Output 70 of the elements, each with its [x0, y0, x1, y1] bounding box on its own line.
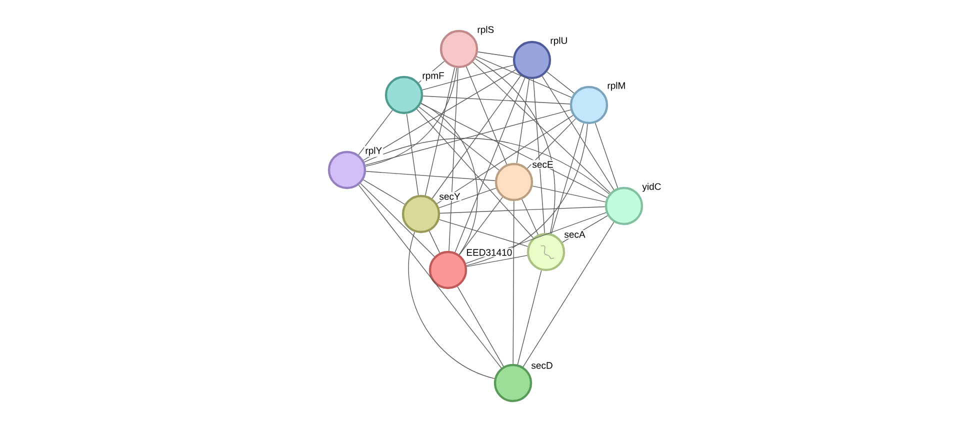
interaction-line [562, 215, 608, 243]
interaction-line [406, 114, 419, 196]
interaction-line [526, 118, 576, 169]
interaction-line [466, 66, 508, 165]
interaction-line [358, 184, 502, 368]
interaction-line [436, 115, 574, 204]
protein-node [512, 40, 552, 80]
interaction-line [422, 64, 514, 90]
interaction-line [438, 219, 528, 247]
interaction-line [522, 222, 614, 368]
interaction-line [438, 188, 496, 208]
node-label: EED31410 [465, 248, 514, 257]
node-label: rpmF [421, 71, 446, 82]
interaction-line [418, 106, 500, 170]
protein-node [604, 186, 644, 226]
protein-node [526, 232, 566, 272]
interaction-line [532, 186, 606, 202]
interaction-line [366, 171, 496, 181]
interaction-line [363, 69, 516, 161]
protein-node [494, 364, 532, 402]
interaction-line [476, 56, 572, 98]
interaction-line [358, 110, 393, 156]
protein-node [570, 86, 608, 124]
protein-node [328, 150, 366, 190]
protein-node [402, 194, 440, 234]
interaction-line [551, 122, 584, 234]
interaction-line [365, 68, 458, 167]
interaction-line [428, 230, 440, 254]
interaction-line [432, 75, 522, 199]
interaction-line [466, 255, 528, 267]
interaction-line [440, 206, 606, 214]
interaction-line [416, 108, 534, 238]
interaction-line [408, 232, 495, 379]
protein-node [440, 30, 478, 68]
interaction-line [475, 58, 556, 234]
interaction-line [454, 77, 526, 253]
protein-node [428, 250, 468, 290]
node-label: rplM [606, 80, 627, 92]
interaction-line [365, 110, 571, 166]
node-label: secA [563, 230, 586, 239]
node-label: rplU [549, 36, 569, 47]
node-label: secY [438, 192, 462, 201]
interaction-line [517, 270, 542, 365]
interaction-line [360, 183, 435, 257]
protein-node [384, 76, 424, 114]
interaction-line [459, 196, 503, 256]
protein-node [494, 162, 534, 202]
node-label: yidC [641, 182, 662, 193]
interaction-line [424, 67, 456, 196]
node-label: rplY [364, 146, 384, 157]
node-label: secD [530, 361, 554, 370]
interaction-line [516, 78, 530, 164]
interaction-line [522, 199, 538, 235]
interaction-line [594, 122, 618, 188]
interaction-line [457, 286, 504, 367]
interaction-line [546, 72, 574, 94]
node-label: secE [531, 160, 554, 169]
interaction-line [533, 78, 545, 234]
interaction-line [420, 103, 608, 198]
interaction-line [420, 103, 478, 255]
interaction-line [466, 124, 588, 266]
interaction-line [422, 96, 570, 104]
interaction-line [364, 138, 610, 194]
interaction-line [512, 200, 514, 364]
node-label: rplS [476, 24, 496, 36]
interaction-line [448, 68, 458, 252]
interaction-line [478, 52, 514, 58]
interaction-line [472, 62, 611, 194]
interaction-line [542, 76, 614, 190]
interaction-line [363, 179, 405, 205]
